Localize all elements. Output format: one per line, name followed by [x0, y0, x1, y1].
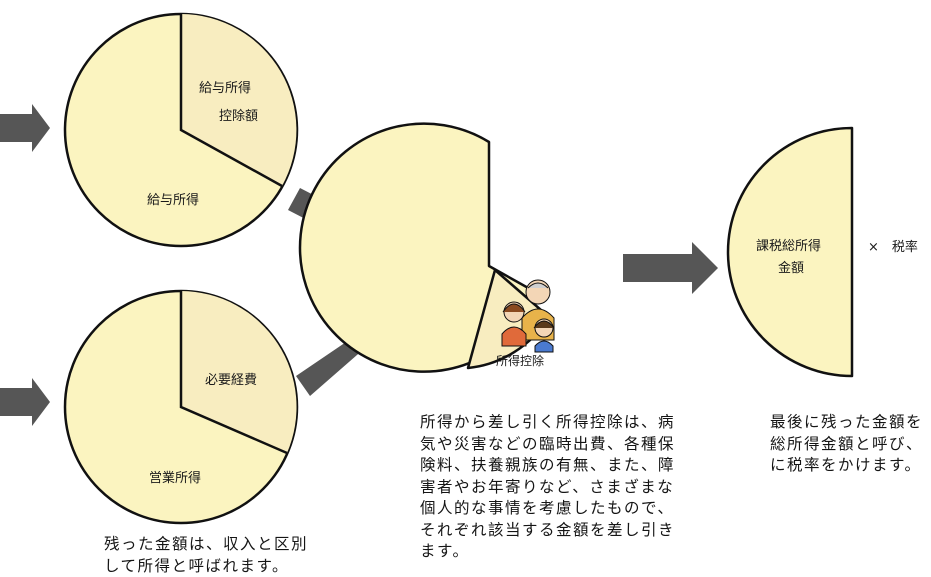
salary-deduction-label-line1: 給与所得 — [199, 80, 251, 96]
caption-line: 個人的な事情を考慮したもので、 — [420, 498, 675, 520]
taxable-income-shape: 課税総所得 金額 — [728, 128, 852, 376]
caption-deductions: 所得から差し引く所得控除は、病 気や災害などの臨時出費、各種保 険料、扶養親族の… — [420, 412, 675, 563]
caption-line: 残った金額は、収入と区別 — [104, 534, 308, 556]
business-income-label: 営業所得 — [149, 470, 201, 486]
taxable-income-label-line1: 課税総所得 — [756, 238, 821, 254]
arrow-left-top — [0, 104, 50, 152]
caption-line: 総所得金額と呼び、 — [770, 434, 923, 456]
caption-taxable: 最後に残った金額を 総所得金額と呼び、 に税率をかけます。 — [770, 412, 923, 477]
salary-income-label: 給与所得 — [147, 192, 199, 208]
caption-line: に税率をかけます。 — [770, 455, 923, 477]
caption-income: 残った金額は、収入と区別 して所得と呼ばれます。 — [104, 534, 308, 577]
caption-line: 気や災害などの臨時出費、各種保 — [420, 434, 675, 456]
caption-line: 最後に残った金額を — [770, 412, 923, 434]
arrow-left-bottom — [0, 378, 50, 426]
taxable-income-label-line2: 金額 — [778, 260, 804, 276]
caption-line: ます。 — [420, 541, 675, 563]
deduction-label: 所得控除 — [496, 353, 544, 368]
business-income-pie: 必要経費 営業所得 — [65, 291, 297, 523]
caption-line: 所得から差し引く所得控除は、病 — [420, 412, 675, 434]
arrow-middle-to-result — [623, 242, 718, 294]
salary-income-pie: 給与所得 控除額 給与所得 — [65, 14, 297, 246]
caption-line: して所得と呼ばれます。 — [104, 556, 308, 577]
expenses-label: 必要経費 — [205, 373, 257, 388]
tax-rate-label: × 税率 — [868, 239, 918, 255]
income-deduction-pie: 所得控除 — [300, 124, 554, 372]
caption-line: 害者やお年寄りなど、さまざまな — [420, 477, 675, 499]
caption-line: 険料、扶養親族の有無、また、障 — [420, 455, 675, 477]
caption-line: それぞれ該当する金額を差し引き — [420, 520, 675, 542]
salary-deduction-label-line2: 控除額 — [219, 109, 258, 124]
